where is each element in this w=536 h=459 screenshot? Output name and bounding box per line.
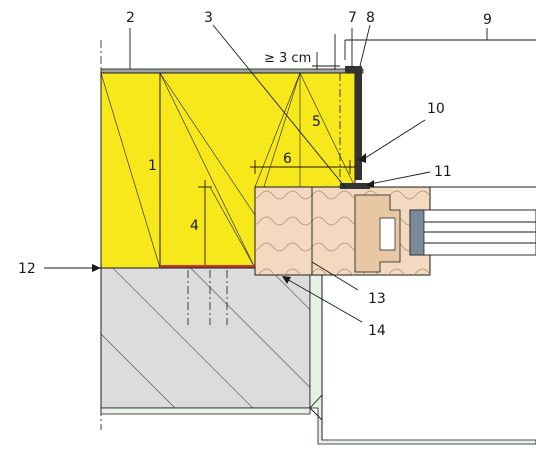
seal-chamber <box>379 217 396 251</box>
leader-13 <box>311 261 359 291</box>
label-6: 6 <box>283 151 292 167</box>
sealing-strip-bottom <box>160 265 255 269</box>
label-2: 2 <box>126 10 135 26</box>
label-11: 11 <box>434 164 452 180</box>
lintel-trim <box>345 66 362 180</box>
label-14: 14 <box>368 323 386 339</box>
frame-outline <box>321 186 536 440</box>
sash-profile <box>354 194 401 273</box>
label-10: 10 <box>427 101 445 117</box>
corner-bead <box>309 394 323 409</box>
leader-10 <box>361 119 426 161</box>
sealing-tape-top <box>340 183 370 189</box>
reveal-diagonal-2 <box>254 72 301 188</box>
leader-8 <box>359 24 371 67</box>
leader-3 <box>212 24 346 188</box>
label-7: 7 <box>348 10 357 26</box>
arrowhead-11 <box>366 180 374 188</box>
render-layer-top <box>100 68 364 74</box>
label-4: 4 <box>190 218 199 234</box>
label-8: 8 <box>366 10 375 26</box>
reveal-diagonal <box>209 186 256 269</box>
lintel-outline <box>344 39 536 60</box>
wood-grain <box>255 187 430 275</box>
arrowhead-12 <box>92 264 101 272</box>
label-13: 13 <box>368 291 386 307</box>
arrowhead-10 <box>358 153 366 163</box>
glazing-unit <box>409 209 536 256</box>
concrete-hatch <box>101 268 310 408</box>
glazing-spacer <box>409 209 425 256</box>
label-9: 9 <box>483 12 492 28</box>
label-5: 5 <box>312 114 321 130</box>
insulation-pattern-2 <box>159 72 356 216</box>
leader-11 <box>369 171 431 185</box>
leader-14 <box>284 277 363 323</box>
label-3: 3 <box>204 10 213 26</box>
label-12: 12 <box>18 261 36 277</box>
label-1: 1 <box>148 158 157 174</box>
corner-bead-2 <box>309 407 323 421</box>
dimension-min-3cm: ≥ 3 cm <box>264 51 311 66</box>
arrowhead-14 <box>282 276 291 284</box>
